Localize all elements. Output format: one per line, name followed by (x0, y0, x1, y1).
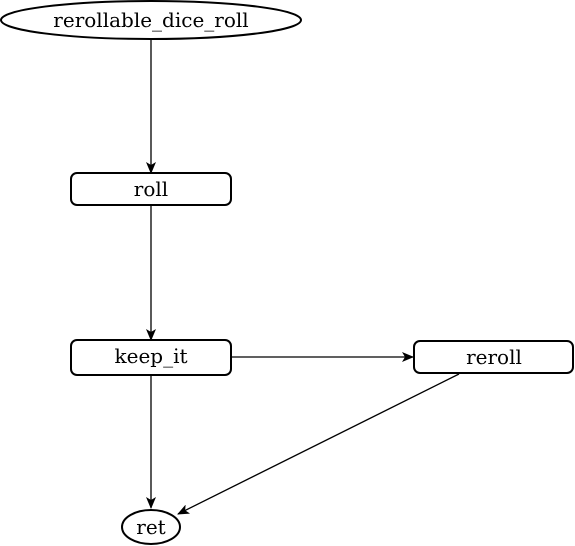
edges (146, 40, 460, 515)
edge-reroll-to-ret (177, 373, 460, 515)
node-start-shape (0, 0, 302, 40)
node-keep-it-shape (70, 339, 232, 376)
node-start-label: rerollable_dice_roll (53, 8, 248, 32)
node-reroll-shape (413, 340, 574, 374)
node-ret-shape (121, 509, 181, 545)
node-roll: roll (70, 172, 232, 206)
node-reroll-label: reroll (466, 345, 522, 369)
node-keep-it-label: keep_it (114, 344, 187, 368)
node-roll-label: roll (134, 177, 168, 201)
node-ret: ret (121, 509, 181, 545)
node-ret-label: ret (136, 515, 165, 539)
node-roll-shape (70, 172, 232, 206)
node-reroll: reroll (413, 340, 574, 374)
node-keep-it: keep_it (70, 339, 232, 376)
node-start: rerollable_dice_roll (0, 0, 302, 40)
